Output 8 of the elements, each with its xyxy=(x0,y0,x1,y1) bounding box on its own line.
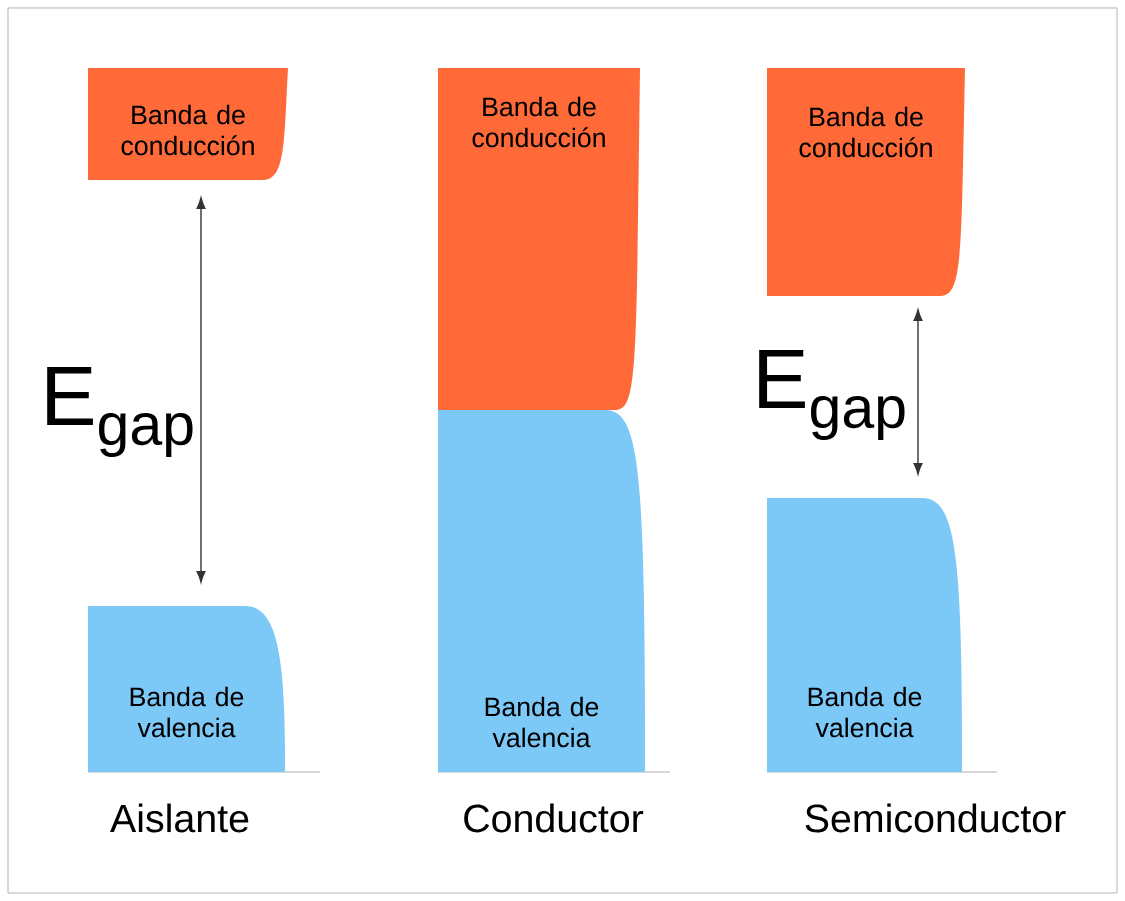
band-block: Banda de conducción xyxy=(438,68,640,410)
energy-gap-label: E$_{gap}$ xyxy=(759,350,905,440)
band-block: Banda de valencia xyxy=(88,606,285,772)
band-block: Banda de conducción xyxy=(88,68,288,180)
energy-gap-label: E$_{gap}$ xyxy=(47,367,193,457)
band-block: Banda de valencia xyxy=(438,410,645,772)
band-block: Banda de valencia xyxy=(767,498,962,772)
band-block: Banda de conducción xyxy=(767,68,965,296)
